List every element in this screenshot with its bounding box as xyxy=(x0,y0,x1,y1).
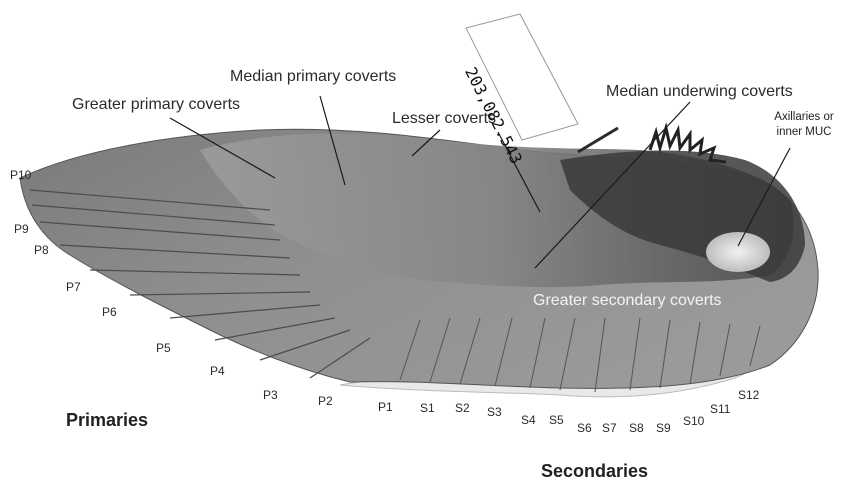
secondary-label: S6 xyxy=(577,421,592,435)
primary-label: P3 xyxy=(263,388,278,402)
secondary-label: S4 xyxy=(521,413,536,427)
label-greater-secondary-coverts: Greater secondary coverts xyxy=(533,292,722,310)
secondary-label: S1 xyxy=(420,401,435,415)
label-lesser-coverts: Lesser coverts xyxy=(392,110,496,128)
heading-secondaries: Secondaries xyxy=(541,461,648,482)
label-greater-primary-coverts: Greater primary coverts xyxy=(72,96,240,114)
label-median-primary-coverts: Median primary coverts xyxy=(230,68,396,86)
label-median-underwing-coverts: Median underwing coverts xyxy=(606,83,793,101)
primary-label: P2 xyxy=(318,394,333,408)
wing-body xyxy=(20,128,818,397)
primary-label: P10 xyxy=(10,168,31,182)
label-axillaries-line2: inner MUC xyxy=(777,126,832,138)
primary-label: P9 xyxy=(14,222,29,236)
heading-primaries: Primaries xyxy=(66,410,148,431)
label-axillaries-line1: Axillaries or xyxy=(774,111,833,123)
secondary-label: S12 xyxy=(738,388,759,402)
secondary-label: S2 xyxy=(455,401,470,415)
secondary-label: S9 xyxy=(656,421,671,435)
secondary-label: S10 xyxy=(683,414,704,428)
primary-label: P6 xyxy=(102,305,117,319)
secondary-label: S8 xyxy=(629,421,644,435)
primary-label: P8 xyxy=(34,243,49,257)
secondary-label: S11 xyxy=(710,402,730,416)
secondary-label: S3 xyxy=(487,405,502,419)
primary-label: P5 xyxy=(156,341,171,355)
primary-label: P4 xyxy=(210,364,225,378)
secondary-label: S7 xyxy=(602,421,617,435)
primary-label: P1 xyxy=(378,400,393,414)
secondary-label: S5 xyxy=(549,413,564,427)
label-axillaries: Axillaries or inner MUC xyxy=(764,110,844,140)
primary-label: P7 xyxy=(66,280,81,294)
